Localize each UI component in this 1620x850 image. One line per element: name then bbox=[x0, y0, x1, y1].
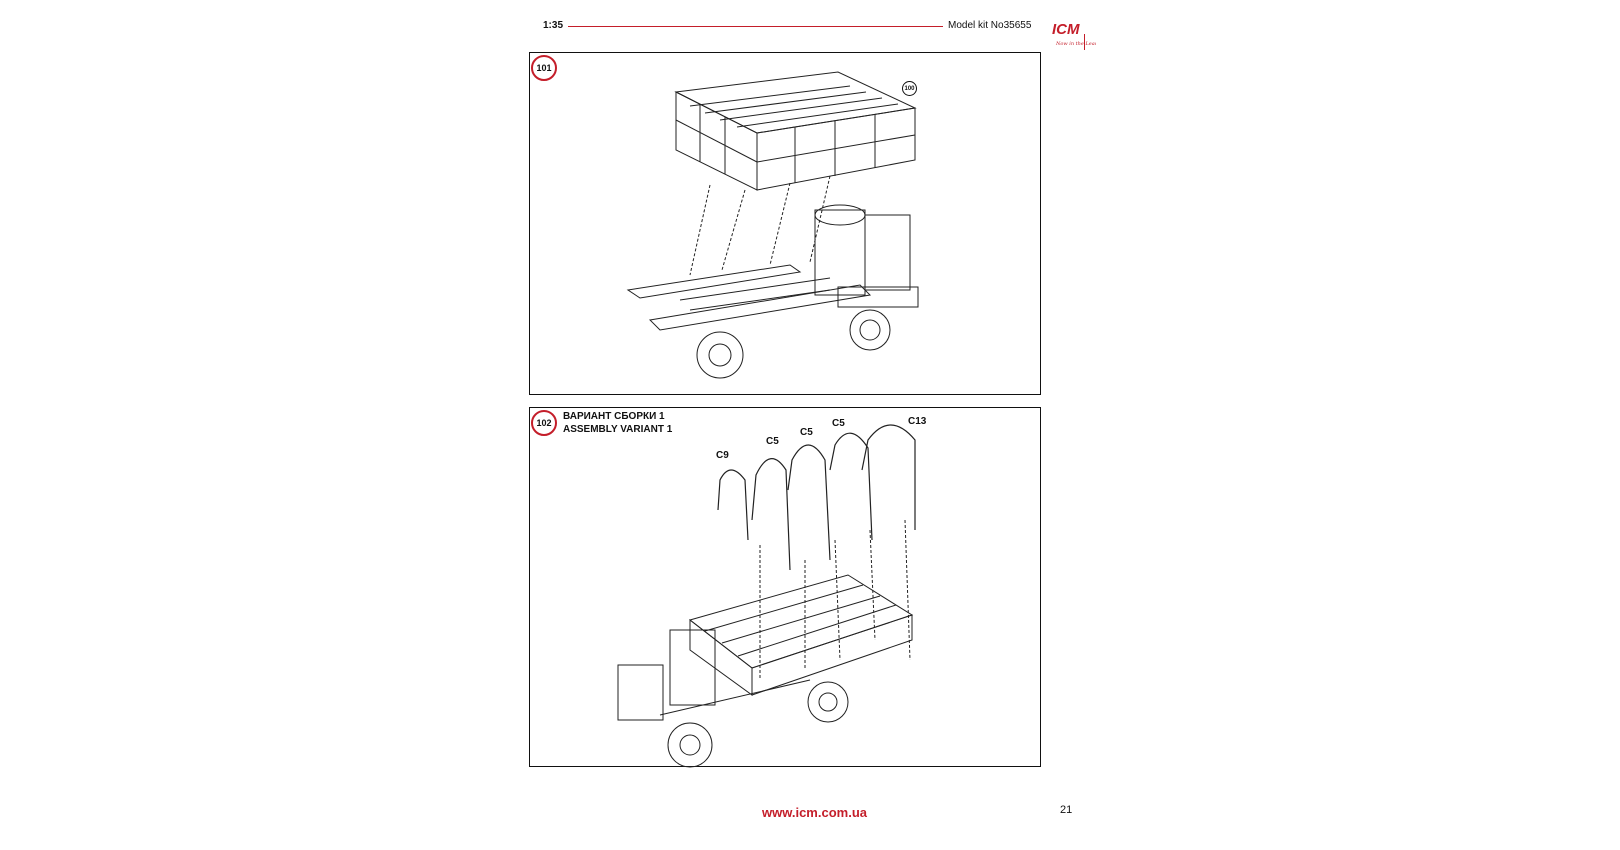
svg-text:Now in the Lead: Now in the Lead bbox=[1055, 41, 1096, 47]
scale-label: 1:35 bbox=[543, 20, 564, 31]
step-number-101: 101 bbox=[531, 55, 557, 81]
variant-title-ru: ВАРИАНТ СБОРКИ 1 bbox=[563, 411, 665, 422]
chassis-drawing bbox=[626, 204, 919, 379]
part-label-c13: C13 bbox=[908, 416, 927, 427]
part-label-c9: C9 bbox=[716, 450, 729, 461]
truck-drawing bbox=[617, 574, 914, 768]
guide-lines bbox=[689, 175, 831, 276]
part-label-c5: C5 bbox=[766, 436, 779, 447]
assembly-variant-title: ВАРИАНТ СБОРКИ 1 ASSEMBLY VARIANT 1 bbox=[563, 410, 672, 436]
svg-text:ICM: ICM bbox=[1052, 21, 1080, 38]
page-number: 21 bbox=[1060, 804, 1073, 816]
part-label-c5: C5 bbox=[800, 427, 813, 438]
canopy-bows-drawing bbox=[717, 424, 916, 571]
variant-title-en: ASSEMBLY VARIANT 1 bbox=[563, 424, 673, 435]
step-102-panel bbox=[529, 407, 1041, 767]
step-number-102: 102 bbox=[531, 410, 557, 436]
step-101-panel bbox=[529, 52, 1041, 395]
website-link[interactable]: www.icm.com.ua bbox=[762, 805, 867, 820]
kit-number-label: Model kit No35655 bbox=[948, 20, 1032, 31]
header-rule bbox=[568, 26, 943, 27]
logo-divider bbox=[1084, 34, 1085, 50]
cargo-bed-drawing bbox=[674, 71, 917, 191]
reference-step-100: 100 bbox=[902, 81, 917, 96]
icm-logo: ICM Now in the Lead bbox=[1052, 21, 1096, 47]
bow-guide-lines bbox=[759, 519, 911, 680]
part-label-c5: C5 bbox=[832, 418, 845, 429]
